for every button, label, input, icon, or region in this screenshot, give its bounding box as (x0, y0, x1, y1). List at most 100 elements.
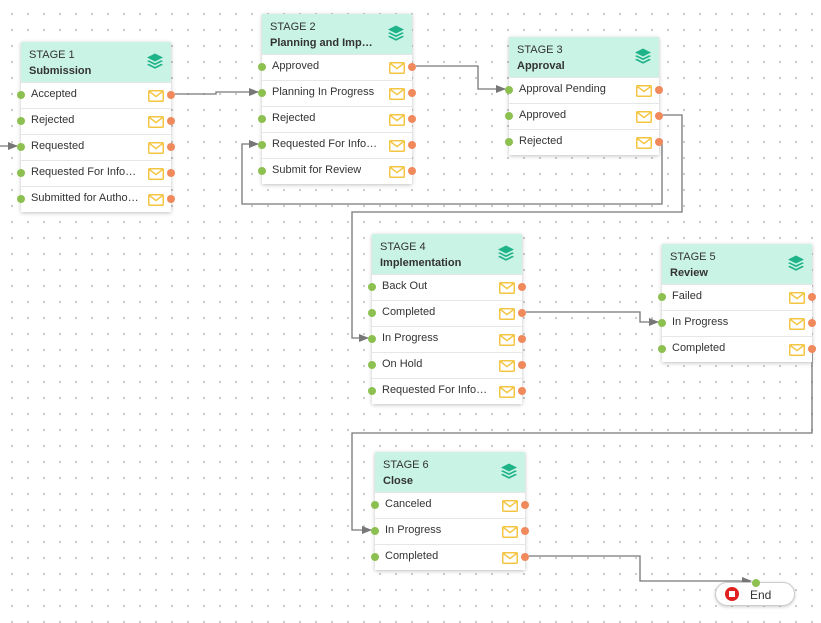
output-port[interactable] (167, 91, 175, 99)
connector-stage2-approved-to-stage3-approval-pending[interactable] (416, 65, 506, 93)
state-row-canceled[interactable]: Canceled (371, 492, 529, 518)
output-port[interactable] (808, 345, 816, 353)
mail-icon[interactable] (502, 525, 518, 538)
input-port[interactable] (505, 86, 513, 94)
end-node[interactable]: End (715, 579, 795, 606)
mail-icon[interactable] (148, 89, 164, 102)
output-port[interactable] (518, 335, 526, 343)
mail-icon[interactable] (389, 139, 405, 152)
state-row-approval-pending[interactable]: Approval Pending (505, 77, 663, 103)
mail-icon[interactable] (499, 333, 515, 346)
input-port[interactable] (658, 345, 666, 353)
input-port[interactable] (368, 387, 376, 395)
output-port[interactable] (518, 387, 526, 395)
mail-icon[interactable] (789, 317, 805, 330)
connector-stage4-completed-to-stage5-in-progress[interactable] (526, 311, 659, 326)
output-port[interactable] (408, 141, 416, 149)
mail-icon[interactable] (148, 193, 164, 206)
state-row-approved[interactable]: Approved (258, 54, 416, 80)
input-port[interactable] (371, 527, 379, 535)
output-port[interactable] (808, 293, 816, 301)
input-port[interactable] (258, 89, 266, 97)
connector-stage1-accepted-to-stage2-planning-in-progress[interactable] (175, 88, 259, 96)
input-port[interactable] (368, 309, 376, 317)
mail-icon[interactable] (389, 61, 405, 74)
mail-icon[interactable] (389, 87, 405, 100)
mail-icon[interactable] (789, 343, 805, 356)
state-row-accepted[interactable]: Accepted (17, 82, 175, 108)
connector-stage6-completed-to-end[interactable] (529, 555, 752, 585)
input-port[interactable] (658, 293, 666, 301)
output-port[interactable] (521, 501, 529, 509)
state-row-in-progress[interactable]: In Progress (368, 326, 526, 352)
input-port[interactable] (258, 167, 266, 175)
output-port[interactable] (655, 86, 663, 94)
input-port[interactable] (505, 138, 513, 146)
output-port[interactable] (518, 309, 526, 317)
mail-icon[interactable] (499, 281, 515, 294)
mail-icon[interactable] (636, 136, 652, 149)
state-row-submitted-for-authori[interactable]: Submitted for Authori... (17, 186, 175, 212)
output-port[interactable] (808, 319, 816, 327)
mail-icon[interactable] (789, 291, 805, 304)
state-row-in-progress[interactable]: In Progress (658, 310, 816, 336)
mail-icon[interactable] (148, 167, 164, 180)
output-port[interactable] (655, 112, 663, 120)
input-port[interactable] (368, 283, 376, 291)
state-row-planning-in-progress[interactable]: Planning In Progress (258, 80, 416, 106)
output-port[interactable] (167, 169, 175, 177)
output-port[interactable] (518, 361, 526, 369)
state-row-completed[interactable]: Completed (368, 300, 526, 326)
mail-icon[interactable] (502, 551, 518, 564)
state-row-in-progress[interactable]: In Progress (371, 518, 529, 544)
mail-icon[interactable] (636, 110, 652, 123)
input-port[interactable] (17, 91, 25, 99)
state-row-completed[interactable]: Completed (658, 336, 816, 362)
output-port[interactable] (655, 138, 663, 146)
input-port[interactable] (658, 319, 666, 327)
state-row-back-out[interactable]: Back Out (368, 274, 526, 300)
output-port[interactable] (408, 63, 416, 71)
state-row-requested-for-informa[interactable]: Requested For Informa... (368, 378, 526, 404)
input-port[interactable] (17, 169, 25, 177)
mail-icon[interactable] (636, 84, 652, 97)
mail-icon[interactable] (148, 141, 164, 154)
input-port[interactable] (258, 63, 266, 71)
mail-icon[interactable] (148, 115, 164, 128)
input-port[interactable] (17, 143, 25, 151)
input-port[interactable] (258, 115, 266, 123)
state-row-on-hold[interactable]: On Hold (368, 352, 526, 378)
mail-icon[interactable] (499, 359, 515, 372)
output-port[interactable] (408, 167, 416, 175)
state-row-requested-for-informa[interactable]: Requested For Informa... (258, 132, 416, 158)
input-port[interactable] (17, 195, 25, 203)
output-port[interactable] (518, 283, 526, 291)
state-row-failed[interactable]: Failed (658, 284, 816, 310)
mail-icon[interactable] (499, 385, 515, 398)
output-port[interactable] (167, 143, 175, 151)
output-port[interactable] (408, 89, 416, 97)
state-row-approved[interactable]: Approved (505, 103, 663, 129)
state-row-submit-for-review[interactable]: Submit for Review (258, 158, 416, 184)
input-port[interactable] (505, 112, 513, 120)
end-input-port[interactable] (752, 579, 760, 587)
output-port[interactable] (521, 553, 529, 561)
state-row-requested-for-informa[interactable]: Requested For Informa... (17, 160, 175, 186)
mail-icon[interactable] (389, 165, 405, 178)
input-port[interactable] (371, 501, 379, 509)
output-port[interactable] (408, 115, 416, 123)
mail-icon[interactable] (502, 499, 518, 512)
state-row-requested[interactable]: Requested (17, 134, 175, 160)
state-row-completed[interactable]: Completed (371, 544, 529, 570)
